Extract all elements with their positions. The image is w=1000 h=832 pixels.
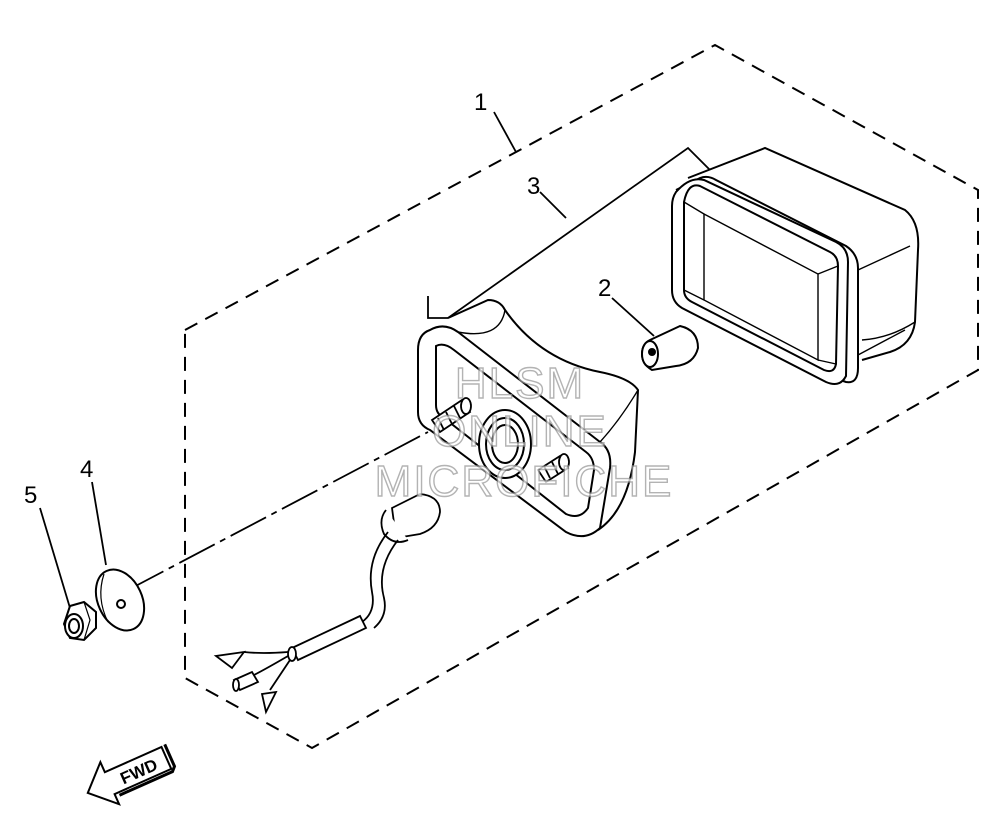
bulb-socket — [478, 409, 532, 479]
callout-5: 5 — [24, 482, 37, 509]
lens-cover — [671, 146, 920, 385]
nut-part-5 — [62, 600, 97, 642]
callout-1: 1 — [474, 89, 487, 116]
callout-3: 3 — [527, 173, 540, 200]
bulb-part-2 — [640, 324, 700, 372]
assembly-boundary — [184, 43, 979, 750]
mounting-stud-lower — [536, 453, 570, 484]
assembly-axis-line — [127, 431, 429, 591]
part-3-bracket — [427, 146, 711, 319]
leader-line-1 — [493, 111, 517, 153]
callout-2: 2 — [598, 275, 611, 302]
watermark-line-2: ONLINE — [432, 407, 608, 456]
callout-4: 4 — [80, 456, 93, 483]
mounting-stud-upper — [430, 397, 472, 434]
leader-line-4 — [91, 481, 107, 566]
watermark-line-3: MICROFICHE — [375, 457, 674, 506]
leader-line-3 — [539, 191, 567, 219]
wire-harness — [213, 493, 441, 715]
forward-arrow-icon: FWD — [86, 743, 177, 806]
leader-line-5 — [39, 507, 71, 609]
leader-line-2 — [611, 297, 655, 337]
washer-part-4 — [94, 568, 146, 632]
watermark-line-1: HLSM — [455, 359, 585, 408]
